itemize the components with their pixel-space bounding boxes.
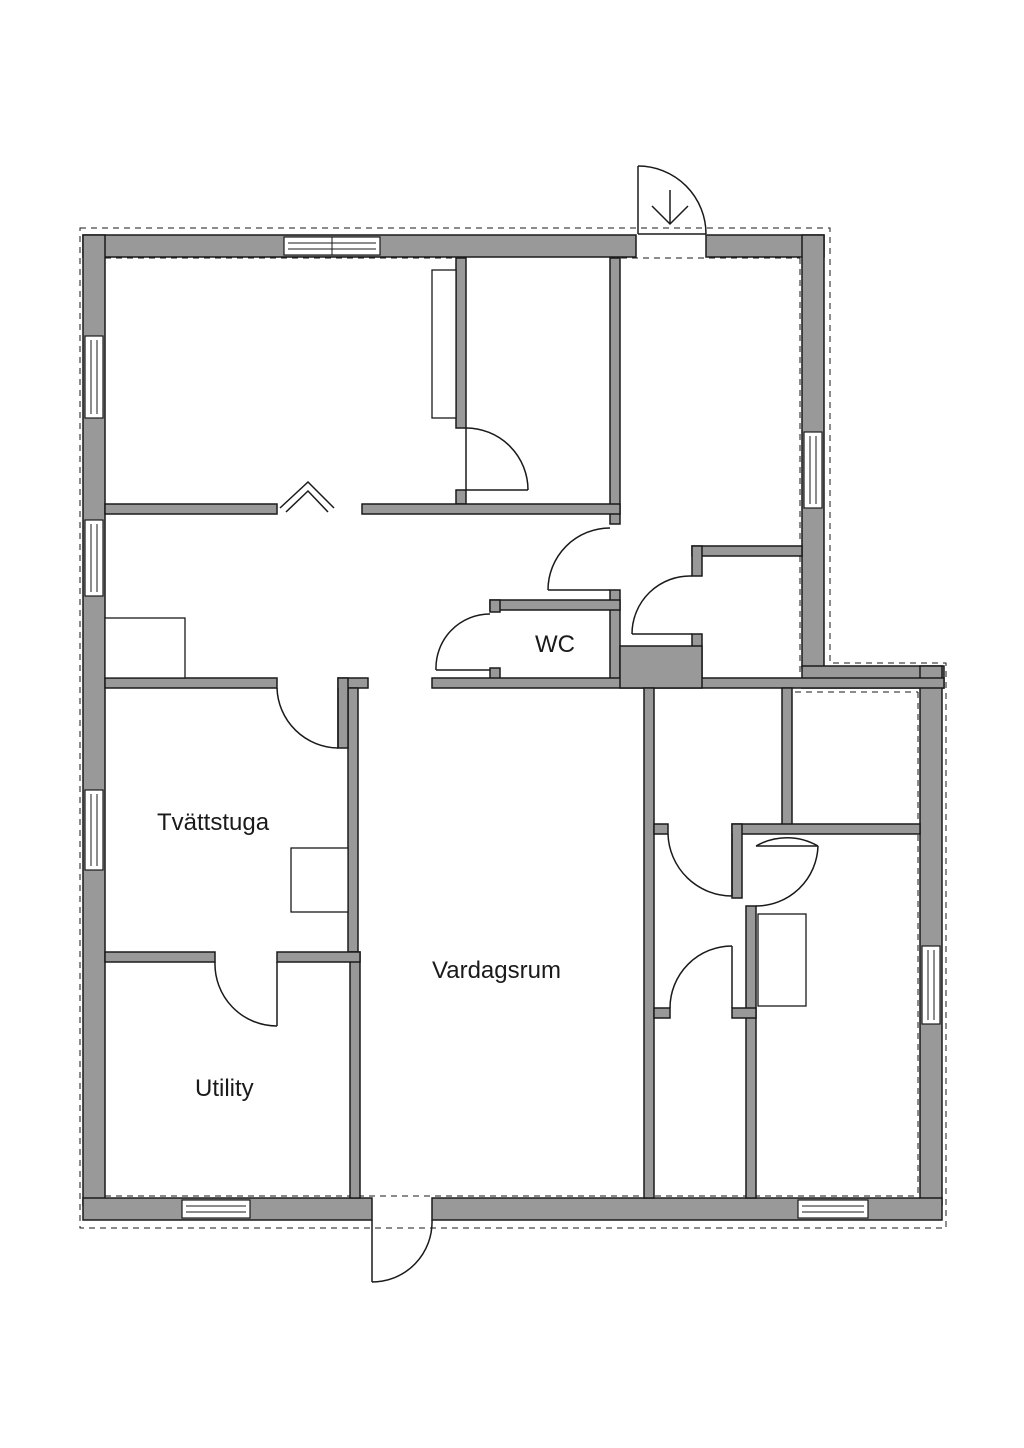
hall-cabinet [104, 617, 186, 679]
window-right-1 [803, 431, 823, 509]
wc-door [435, 613, 491, 671]
exterior-walls [82, 234, 945, 1221]
hall-door-upper [547, 527, 611, 591]
closet-door-right-2 [755, 836, 819, 907]
room-label-wc: WC [535, 631, 575, 658]
bathroom-door [631, 575, 693, 635]
window-top [283, 236, 381, 256]
window-left-1 [84, 335, 104, 419]
window-bottom-1 [181, 1199, 251, 1219]
interior-dashed-lines [104, 257, 919, 1197]
windows [84, 236, 941, 1219]
room-label-utility: Utility [195, 1075, 254, 1102]
closet-door [465, 427, 529, 491]
laundry-door [276, 687, 339, 749]
room-label-laundry: Tvättstuga [157, 809, 270, 836]
doors [214, 165, 819, 1283]
laundry-counter [290, 847, 349, 913]
window-bottom-2 [797, 1199, 869, 1219]
wardrobe [431, 269, 457, 419]
entrance-door-bottom [371, 1219, 433, 1283]
entrance-door-top [637, 165, 707, 235]
window-left-2 [84, 519, 104, 597]
room-label-living: Vardagsrum [432, 957, 561, 984]
window-left-3 [84, 789, 104, 871]
bedroom-desk [757, 913, 807, 1007]
utility-door [214, 961, 278, 1027]
window-right-2 [921, 945, 941, 1025]
outer-dashed-outline [79, 227, 947, 1229]
interior-walls [104, 257, 945, 1199]
bifold-door [279, 480, 335, 513]
fixtures [104, 269, 807, 1007]
closet-door-right-1 [667, 833, 733, 897]
down-arrow-icon [651, 190, 689, 226]
closet-door-right-3 [669, 945, 733, 1009]
